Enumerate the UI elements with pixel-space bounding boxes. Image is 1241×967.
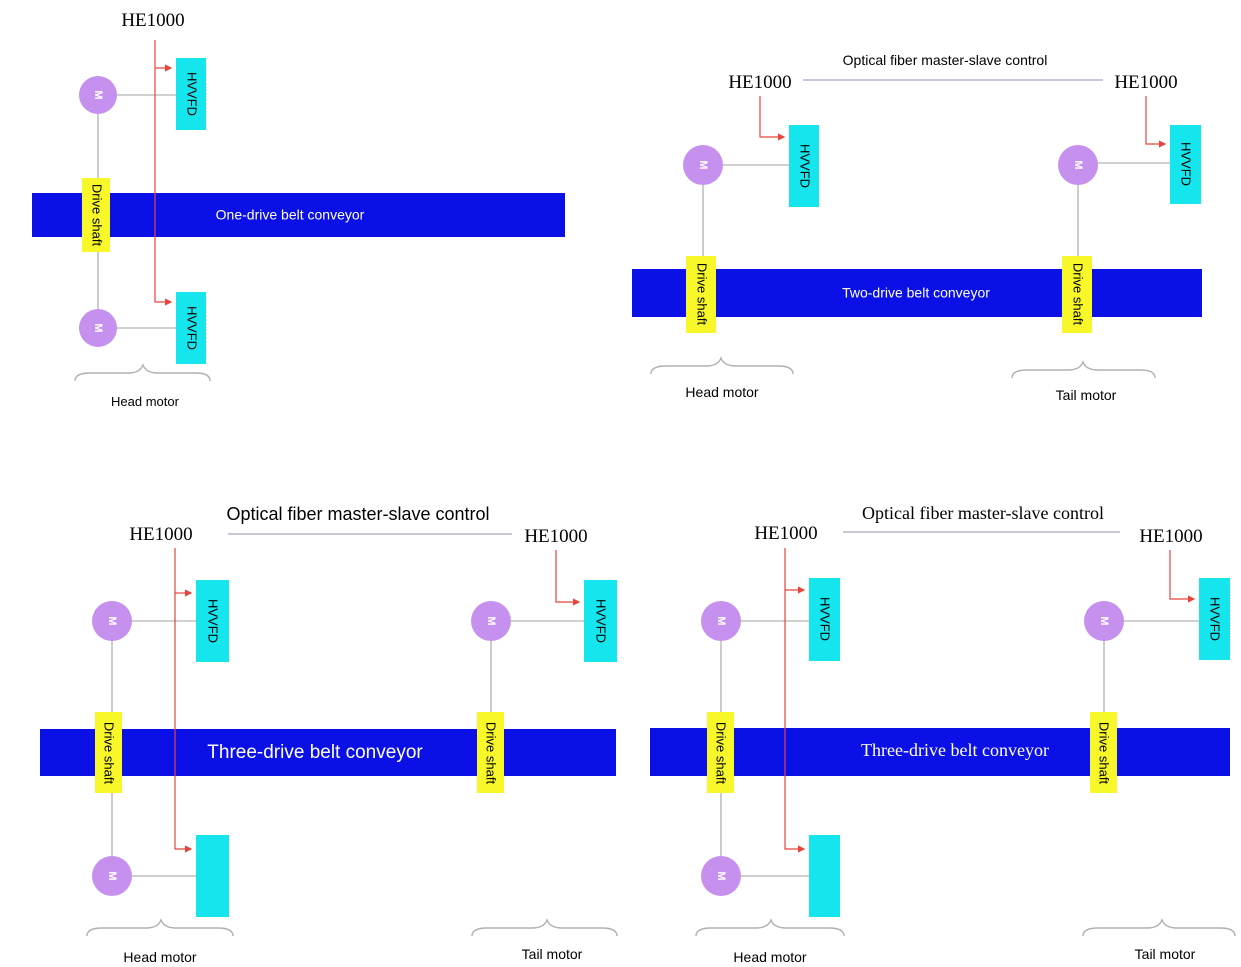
drive-shaft-box [1062,256,1092,333]
tail-motor-label: Tail motor [1056,387,1117,403]
vfd-box [176,58,206,130]
head-motor-label: Head motor [733,949,806,965]
vfd-label: HVVFD [798,144,813,188]
motor-icon [701,856,741,896]
motor-symbol: M [1098,616,1110,625]
tail-motor-label: Tail motor [1135,946,1196,962]
belt-label: Three-drive belt conveyor [207,742,423,763]
controller-label: HE1000 [121,10,184,31]
brace-icon [695,918,845,937]
vfd-box [1170,125,1201,204]
motor-symbol: M [1072,160,1084,169]
belt-label: Two-drive belt conveyor [842,285,990,301]
three-drive-diagram-right: Optical fiber master-slave control HE100… [650,503,1236,965]
brace-icon [1082,918,1236,937]
drive-shaft-label: Drive shaft [1097,722,1112,785]
drive-shaft-box [707,712,734,793]
brace-icon [86,918,234,937]
brace-icon [74,363,211,382]
vfd-label: HVVFD [206,599,221,643]
motor-symbol: M [92,323,104,332]
drive-shaft-box [1090,712,1117,793]
motor-symbol: M [485,616,497,625]
drive-shaft-box [95,712,122,793]
fiber-label: Optical fiber master-slave control [226,504,489,524]
control-signal-line [1145,96,1167,148]
motor-symbol: M [92,90,104,99]
motor-icon [683,145,723,185]
belt-label: Three-drive belt conveyor [861,740,1049,760]
drive-shaft-box [686,256,716,333]
vfd-label: HVVFD [185,72,200,116]
motor-symbol: M [106,871,118,880]
motor-symbol: M [715,871,727,880]
motor-icon [1084,601,1124,641]
vfd-label: HVVFD [185,306,200,350]
fiber-label: Optical fiber master-slave control [862,503,1104,523]
brace-icon [1011,360,1156,379]
drive-shaft-label: Drive shaft [484,722,499,785]
drive-shaft-label: Drive shaft [714,722,729,785]
controller-label: HE1000 [754,523,817,544]
three-drive-diagram-left: Optical fiber master-slave control HE100… [40,504,618,965]
control-signal-line [759,96,786,141]
vfd-box [176,292,206,364]
fiber-label: Optical fiber master-slave control [843,52,1048,68]
vfd-box [809,578,840,661]
two-drive-diagram: Optical fiber master-slave control HE100… [632,52,1202,403]
one-drive-diagram: HE1000 One-drive belt conveyor M M HVVFD… [32,10,565,409]
tail-motor-label: Tail motor [522,946,583,962]
motor-icon [1058,145,1098,185]
motor-icon [79,309,117,347]
vfd-box [196,580,229,662]
motor-symbol: M [106,616,118,625]
drive-shaft-label: Drive shaft [102,722,117,785]
motor-icon [79,76,117,114]
control-signal-line [555,550,581,606]
motor-symbol: M [715,616,727,625]
motor-symbol: M [697,160,709,169]
controller-label: HE1000 [728,72,791,93]
belt-conveyor [632,269,1202,317]
control-signal-line [784,548,806,853]
vfd-box [584,580,617,662]
head-motor-label: Head motor [123,949,196,965]
motor-icon [92,856,132,896]
controller-label: HE1000 [1114,72,1177,93]
belt-label: One-drive belt conveyor [216,207,365,223]
head-motor-label: Head motor [685,384,758,400]
belt-conveyor [40,729,616,776]
vfd-label: HVVFD [1179,142,1194,186]
control-signal-line [154,40,173,306]
drive-shaft-label: Drive shaft [1071,263,1086,326]
vfd-box [1199,578,1230,660]
drive-shaft-box [477,712,504,793]
brace-icon [471,918,618,937]
drive-shaft-box [82,178,110,252]
control-signal-line [1169,550,1196,603]
controller-label: HE1000 [1139,526,1202,547]
vfd-box [809,835,840,917]
drive-shaft-label: Drive shaft [90,184,105,247]
vfd-label: HVVFD [594,599,609,643]
motor-icon [701,601,741,641]
motor-icon [471,601,511,641]
belt-conveyor [32,193,565,237]
belt-conveyor [650,728,1230,776]
vfd-label: HVVFD [1208,597,1223,641]
control-signal-line [174,548,193,853]
brace-icon [650,356,794,375]
vfd-label: HVVFD [818,597,833,641]
drive-shaft-label: Drive shaft [695,263,710,326]
vfd-box [196,835,229,917]
vfd-box [789,125,819,207]
head-motor-label: Head motor [111,394,180,409]
controller-label: HE1000 [524,526,587,547]
controller-label: HE1000 [129,524,192,545]
motor-icon [92,601,132,641]
